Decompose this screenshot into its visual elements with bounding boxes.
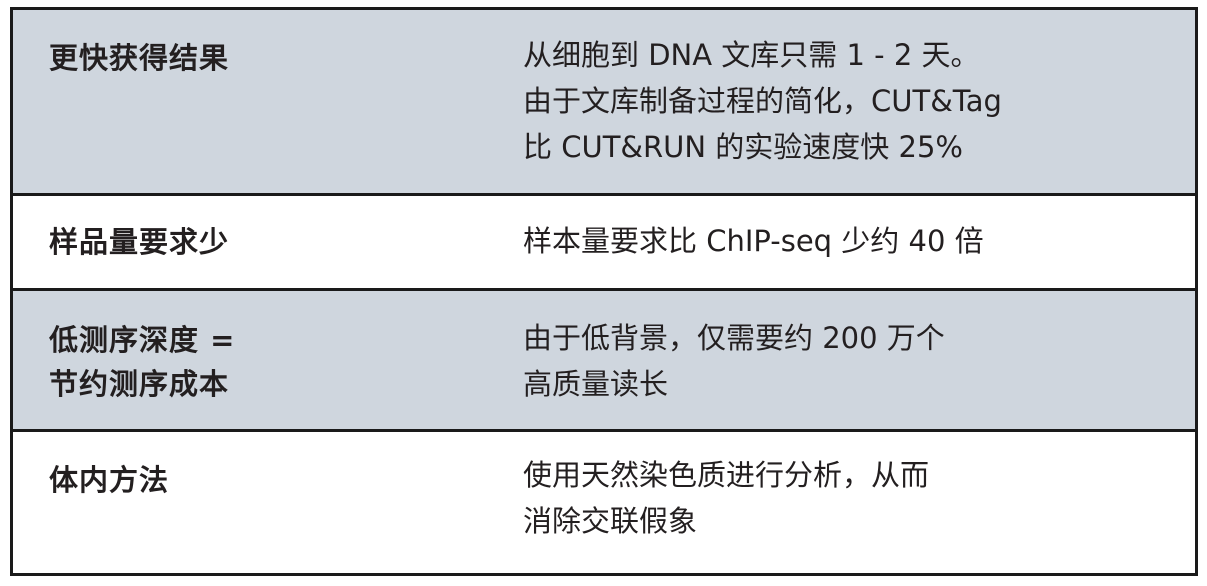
feature-description: 样本量要求比 ChIP-seq 少约 40 倍 <box>523 218 984 264</box>
comparison-table: 更快获得结果 从细胞到 DNA 文库只需 1 - 2 天。 由于文库制备过程的简… <box>10 7 1198 576</box>
table-row-low-sample-input: 样品量要求少 样本量要求比 ChIP-seq 少约 40 倍 <box>13 196 1195 291</box>
feature-label: 体内方法 <box>49 458 169 502</box>
feature-label: 低测序深度 = 节约测序成本 <box>49 318 235 406</box>
feature-line: 节约测序成本 <box>49 367 230 401</box>
feature-line: 样品量要求少 <box>49 225 230 259</box>
description-line: 从细胞到 DNA 文库只需 1 - 2 天。 <box>523 38 980 72</box>
description-line: 由于低背景，仅需要约 200 万个 <box>523 321 945 355</box>
feature-label: 更快获得结果 <box>49 36 229 80</box>
table-row-in-vivo-method: 体内方法 使用天然染色质进行分析，从而 消除交联假象 <box>13 432 1195 573</box>
description-line: 消除交联假象 <box>523 504 698 538</box>
description-line: 使用天然染色质进行分析，从而 <box>523 458 930 492</box>
feature-line: 更快获得结果 <box>49 41 230 75</box>
feature-line: 低测序深度 = <box>49 323 236 357</box>
feature-line: 体内方法 <box>49 463 170 497</box>
table-row-low-sequencing-depth: 低测序深度 = 节约测序成本 由于低背景，仅需要约 200 万个 高质量读长 <box>13 291 1195 432</box>
feature-description: 从细胞到 DNA 文库只需 1 - 2 天。 由于文库制备过程的简化，CUT&T… <box>523 32 1002 170</box>
description-line: 高质量读长 <box>523 367 669 401</box>
description-line: 由于文库制备过程的简化，CUT&Tag <box>523 84 1002 118</box>
feature-description: 由于低背景，仅需要约 200 万个 高质量读长 <box>523 315 945 407</box>
description-line: 样本量要求比 ChIP-seq 少约 40 倍 <box>523 224 984 258</box>
table-row-faster-results: 更快获得结果 从细胞到 DNA 文库只需 1 - 2 天。 由于文库制备过程的简… <box>13 10 1195 196</box>
description-line: 比 CUT&RUN 的实验速度快 25% <box>523 130 963 164</box>
feature-description: 使用天然染色质进行分析，从而 消除交联假象 <box>523 452 929 544</box>
feature-label: 样品量要求少 <box>49 220 229 264</box>
